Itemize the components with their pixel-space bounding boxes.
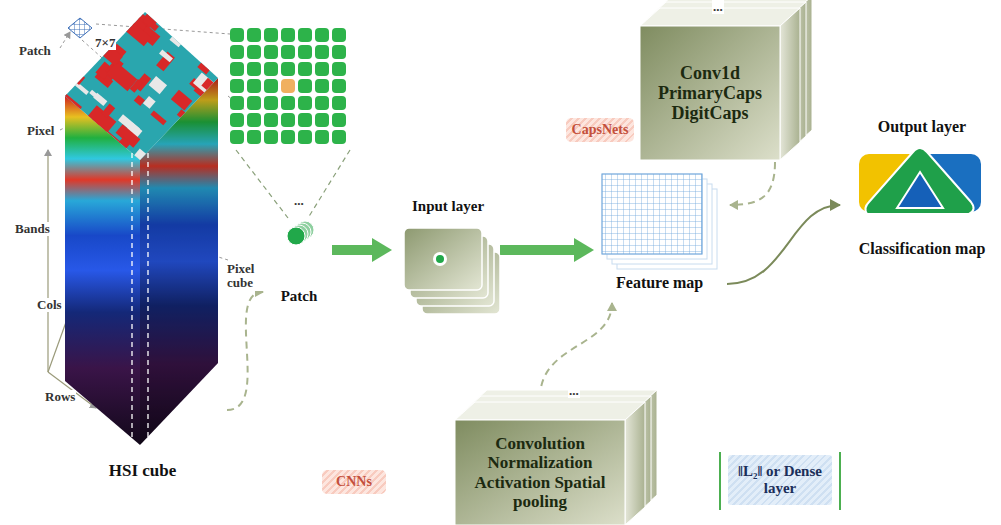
- node-text: Input layer: [412, 198, 484, 215]
- hsi-cube-shape: [60, 8, 225, 480]
- output-head-box: ‖L₂‖ or Dense layer: [728, 455, 832, 505]
- patch-icon: [68, 18, 92, 38]
- input-layer-shape: [398, 198, 498, 338]
- node-text: Patch: [281, 288, 318, 305]
- feature-map: Feature map: [600, 168, 725, 298]
- part-label: Rows: [44, 390, 76, 404]
- part-label: Patch: [18, 44, 52, 58]
- ellipsis-mark: ...: [568, 384, 580, 398]
- node-text: CapsNets: [572, 122, 629, 138]
- part-label: 7×7: [94, 36, 116, 50]
- zoom-lines: [236, 150, 350, 218]
- cnns-tag: CNNs: [322, 470, 386, 494]
- ellipsis-mark: ...: [712, 0, 724, 14]
- flow-arrow: [500, 245, 578, 255]
- data-arrow: [730, 162, 775, 205]
- capsnet-block: Conv1d PrimaryCaps DigitCaps: [640, 6, 800, 160]
- node-text: CNNs: [336, 474, 372, 490]
- part-label: Bands: [14, 222, 51, 236]
- node-text: Feature map: [616, 274, 703, 292]
- ellipsis-mark: ...: [293, 194, 305, 208]
- node-text: Convolution Normalization Activation Spa…: [465, 434, 615, 510]
- part-label: Pixel cube: [226, 262, 266, 291]
- output-layer-shape: [845, 118, 999, 258]
- data-arrow: [727, 205, 840, 284]
- bracket-bars: [720, 452, 840, 510]
- node-text: Conv1d PrimaryCaps DigitCaps: [648, 63, 772, 123]
- data-arrow: [540, 303, 612, 398]
- capsnets-tag: CapsNets: [566, 118, 634, 142]
- input-layer: Input layer: [398, 198, 498, 338]
- node-text: Classification map: [859, 240, 986, 258]
- flow-arrow: [332, 245, 376, 255]
- output-layer: Output layerClassification map: [845, 118, 999, 258]
- data-arrow: [227, 292, 263, 410]
- node-text: ‖L₂‖ or Dense layer: [734, 463, 826, 497]
- patch-stack: Patch: [268, 210, 330, 305]
- hsi-cube: HSI cube: [60, 8, 225, 480]
- part-label: Cols: [36, 298, 63, 312]
- node-text: HSI cube: [109, 461, 177, 480]
- patch-grid: [230, 28, 346, 144]
- part-label: Pixel: [26, 124, 55, 138]
- cnn-block: Convolution Normalization Activation Spa…: [455, 400, 645, 525]
- node-text: Output layer: [878, 118, 966, 136]
